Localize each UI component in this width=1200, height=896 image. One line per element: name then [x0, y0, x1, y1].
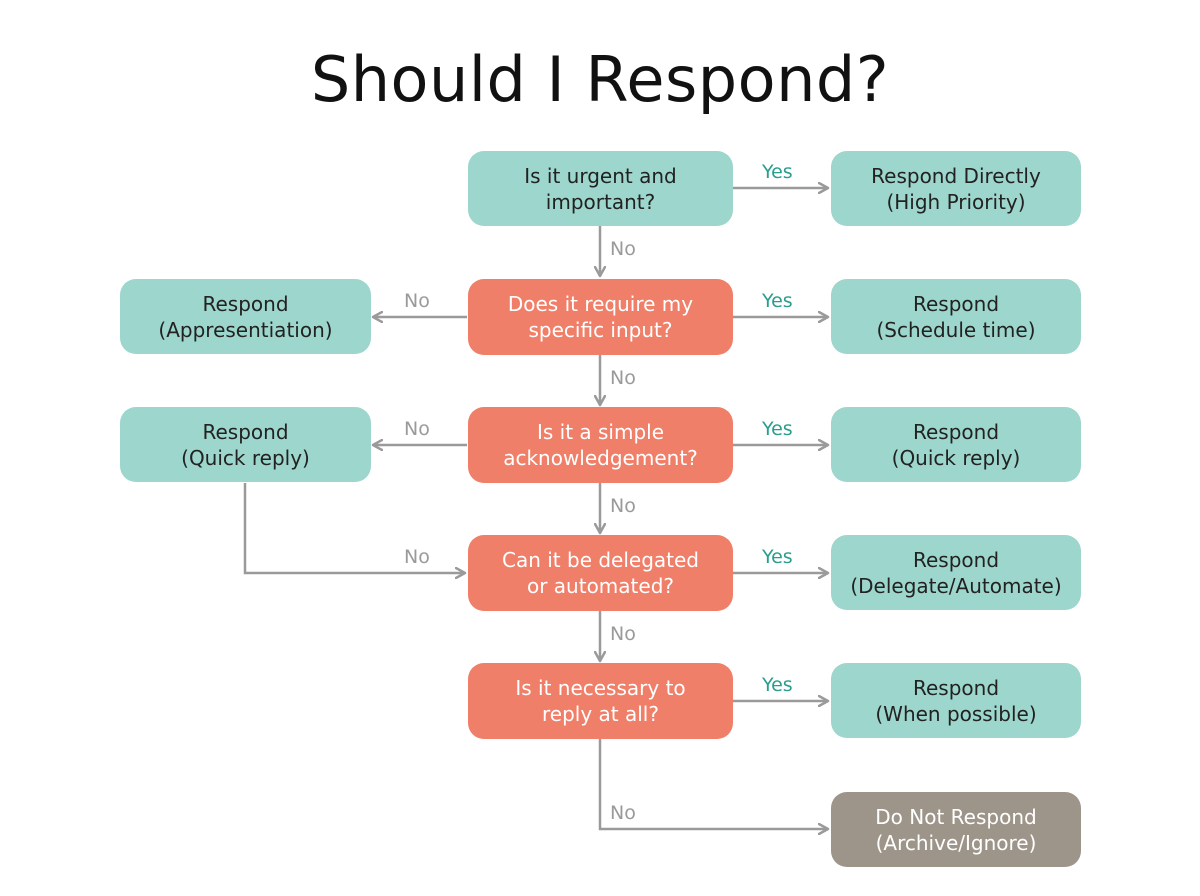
- node-text-line: Respond: [912, 419, 1000, 444]
- edge-label-q2-no-left: No: [404, 290, 430, 312]
- outcome-respond-directly: Respond Directly (High Priority): [831, 151, 1081, 226]
- node-text-line: acknowledgement?: [503, 446, 698, 470]
- node-text-line: (Quick reply): [891, 445, 1021, 470]
- decision-requires-input: Does it require my specific input?: [468, 279, 733, 355]
- node-text-line: Respond: [912, 675, 1000, 700]
- node-text-line: (Archive/Ignore): [875, 830, 1037, 855]
- node-text-line: Respond: [202, 291, 289, 316]
- node-text-line: or automated?: [526, 574, 675, 598]
- edge-label-q5-yes: Yes: [762, 674, 793, 696]
- outcome-respond-schedule: Respond (Schedule time): [831, 279, 1081, 354]
- node-text-line: (High Priority): [886, 189, 1026, 214]
- decision-simple-acknowledgement: Is it a simple acknowledgement?: [468, 407, 733, 483]
- edge-label-quick-to-q4: No: [404, 546, 430, 568]
- diagram-title: Should I Respond?: [310, 43, 890, 116]
- node-text-line: Respond Directly: [871, 163, 1041, 188]
- node-text-line: Respond: [912, 547, 1000, 572]
- node-text-line: (Appresentiation): [158, 317, 333, 342]
- outcome-respond-delegate: Respond (Delegate/Automate): [831, 535, 1081, 610]
- node-text-line: (Quick reply): [181, 445, 310, 470]
- outcome-do-not-respond: Do Not Respond (Archive/Ignore): [831, 792, 1081, 867]
- edge-quick-to-q4: [243, 483, 465, 573]
- node-text-line: Is it a simple: [536, 420, 665, 444]
- outcome-respond-quick-reply-left: Respond (Quick reply): [120, 407, 371, 482]
- node-text-line: Respond: [202, 419, 289, 444]
- decision-necessary-to-reply: Is it necessary to reply at all?: [468, 663, 733, 739]
- node-text-line: reply at all?: [542, 702, 659, 726]
- node-text-line: (Schedule time): [876, 317, 1036, 342]
- node-text-line: Does it require my: [507, 292, 694, 316]
- node-text-line: Is it urgent and: [524, 163, 677, 188]
- node-text-line: Do Not Respond: [875, 804, 1037, 829]
- node-text-line: specific input?: [528, 318, 673, 342]
- edge-label-q3-no-left: No: [404, 418, 430, 440]
- edge-label-q4-no: No: [610, 623, 636, 645]
- decision-urgent-important: Is it urgent and important?: [468, 151, 733, 226]
- edge-label-q4-yes: Yes: [762, 546, 793, 568]
- edge-label-q1-no: No: [610, 238, 636, 260]
- edge-label-q5-no: No: [610, 802, 636, 824]
- outcome-respond-appresentiation: Respond (Appresentiation): [120, 279, 371, 354]
- edge-q5-no: [598, 739, 828, 829]
- node-text-line: important?: [545, 189, 656, 214]
- node-text-line: (When possible): [875, 701, 1037, 726]
- decision-delegated-automated: Can it be delegated or automated?: [468, 535, 733, 611]
- edge-label-q2-no-down: No: [610, 367, 636, 389]
- node-text-line: Can it be delegated: [501, 548, 700, 572]
- edge-label-q1-yes: Yes: [762, 161, 793, 183]
- edge-label-q3-no-down: No: [610, 495, 636, 517]
- outcome-respond-quick-reply-right: Respond (Quick reply): [831, 407, 1081, 482]
- node-text-line: Respond: [912, 291, 1000, 316]
- node-text-line: Is it necessary to: [515, 676, 686, 700]
- outcome-respond-when-possible: Respond (When possible): [831, 663, 1081, 738]
- edge-label-q3-yes: Yes: [762, 418, 793, 440]
- edge-label-q2-yes: Yes: [762, 290, 793, 312]
- node-text-line: (Delegate/Automate): [850, 573, 1062, 598]
